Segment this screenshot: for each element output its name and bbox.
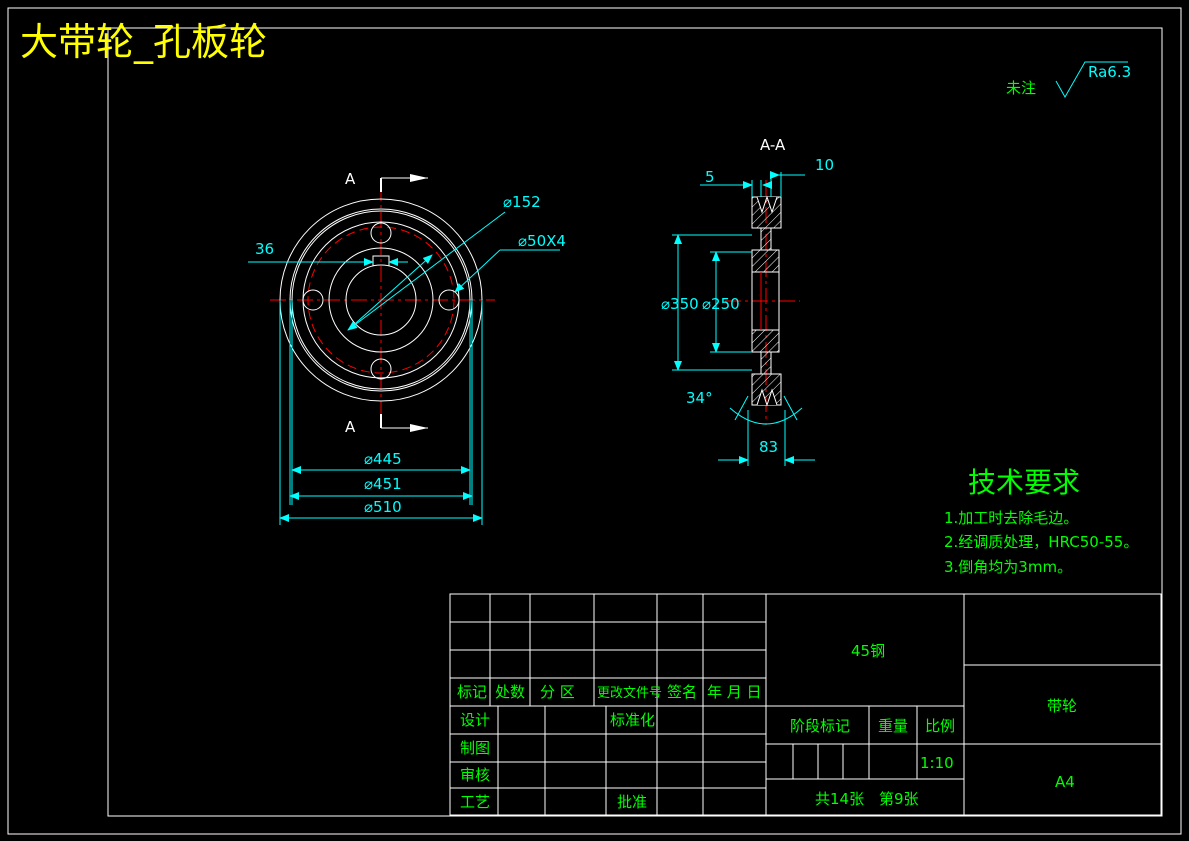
hub-section-top: [751, 249, 780, 273]
web-hole-bottom: [370, 358, 392, 380]
tb-scale: 1:10: [920, 754, 954, 772]
web-hole-right: [438, 289, 460, 311]
surface-note-label: 未注: [1006, 79, 1036, 97]
section-mark-top: A: [345, 170, 356, 188]
tech-requirements-title: 技术要求: [968, 466, 1080, 499]
section-mark-bottom: A: [345, 418, 356, 436]
arrow-right-icon: [410, 424, 428, 432]
tb-material: 45钢: [851, 642, 885, 660]
tb-header-zone: 分 区: [540, 683, 575, 701]
tb-weight: 重量: [878, 717, 908, 735]
section-title: A-A: [760, 136, 786, 154]
bore: [345, 264, 417, 336]
tb-sheet-no: 第9张: [879, 790, 919, 808]
dim-d445: ⌀445: [364, 450, 402, 468]
dim-holes-50x4: ⌀50X4: [518, 232, 566, 250]
dim-d510: ⌀510: [364, 498, 402, 516]
outer-frame: [7, 7, 1182, 835]
front-view: A A 36 ⌀152 ⌀50X4 ⌀445 ⌀451 ⌀510: [248, 170, 566, 525]
groove-top: [756, 195, 778, 214]
dim-83: 83: [759, 438, 778, 456]
web-hole-top: [370, 222, 392, 244]
rim-section-bottom: [751, 373, 782, 406]
tb-part-name: 带轮: [1047, 697, 1077, 715]
hub-section-bottom: [751, 329, 780, 353]
hub-outer: [328, 247, 434, 353]
tb-sheet-size: A4: [1055, 773, 1075, 791]
web-hole-left: [302, 289, 324, 311]
drawing-title: 大带轮_孔板轮: [20, 20, 267, 64]
roughness-symbol-icon: [1055, 61, 1128, 99]
tb-header-count: 处数: [495, 683, 525, 701]
tech-requirement-2: 2.经调质处理，HRC50-55。: [944, 533, 1138, 551]
inner-frame: [107, 27, 1163, 817]
web-section-bottom: [760, 351, 772, 375]
surface-note-roughness: Ra6.3: [1088, 63, 1131, 81]
dim-d350: ⌀350: [661, 295, 699, 313]
dim-d250: ⌀250: [702, 295, 740, 313]
tb-approve: 批准: [617, 793, 647, 811]
tb-total-sheets: 共14张: [815, 790, 864, 808]
dim-10: 10: [815, 156, 834, 174]
tb-scale-label: 比例: [925, 717, 955, 735]
groove-bottom: [756, 388, 778, 407]
rim-section-top: [751, 196, 782, 229]
tb-row-check: 审核: [460, 766, 490, 784]
tech-requirement-1: 1.加工时去除毛边。: [944, 509, 1078, 527]
dim-5: 5: [705, 168, 715, 186]
dim-keyway-36: 36: [255, 240, 274, 258]
dim-angle-34: 34°: [686, 389, 713, 407]
tb-stage-mark: 阶段标记: [790, 717, 850, 735]
tb-row-drafting: 制图: [460, 739, 490, 757]
tb-row-process: 工艺: [460, 793, 490, 811]
tb-header-change-doc: 更改文件号: [597, 686, 662, 701]
dim-pitch-152: ⌀152: [503, 193, 541, 211]
tb-standardize: 标准化: [610, 711, 655, 729]
pitch-circle: [307, 226, 455, 374]
tb-header-mark: 标记: [457, 683, 487, 701]
section-view: A-A: [661, 136, 834, 466]
tb-header-signature: 签名: [667, 683, 697, 701]
dim-d451: ⌀451: [364, 475, 402, 493]
arrow-right-icon: [410, 174, 428, 182]
title-block: [449, 593, 1162, 816]
tb-header-date: 年 月 日: [707, 683, 762, 701]
title-block-text: 标记 处数 分 区 更改文件号 签名 年 月 日 设计 制图 审核 工艺 标准化…: [457, 642, 1077, 811]
surface-roughness-note: 未注 Ra6.3: [1006, 61, 1131, 99]
tech-requirements: 技术要求 1.加工时去除毛边。 2.经调质处理，HRC50-55。 3.倒角均为…: [944, 466, 1138, 576]
tech-requirement-3: 3.倒角均为3mm。: [944, 558, 1072, 576]
tb-row-design: 设计: [460, 711, 490, 729]
web-section-top: [760, 227, 772, 251]
